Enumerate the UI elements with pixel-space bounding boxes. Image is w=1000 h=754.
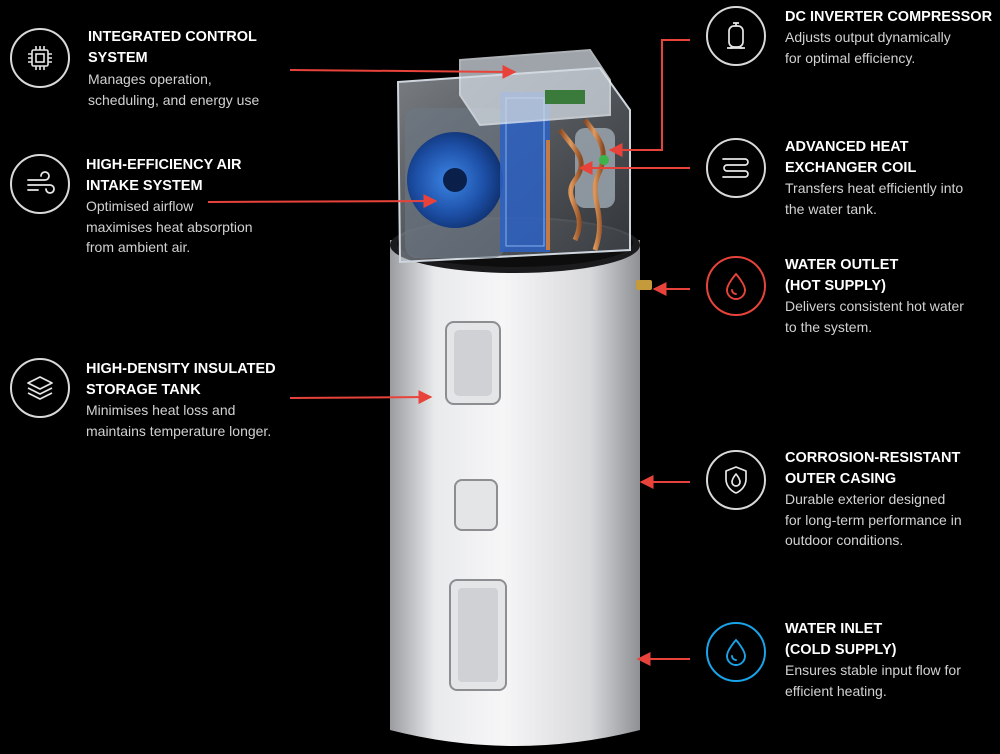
feature-desc-line: maintains temperature longer.: [86, 422, 272, 439]
feature-title-line: INTEGRATED CONTROL: [88, 29, 257, 45]
wind-icon: [10, 154, 70, 214]
feature-title-line: WATER INLET: [785, 621, 883, 637]
feature-title-line: HIGH-EFFICIENCY AIR: [86, 157, 242, 173]
feature-title-line: OUTER CASING: [785, 471, 897, 487]
feature-desc-line: Delivers consistent hot water: [785, 298, 964, 314]
arrow-integrated-control-system: [289, 64, 517, 79]
feature-desc-line: Minimises heat loss and: [86, 402, 236, 418]
feature-title-line: WATER OUTLET: [785, 257, 899, 273]
circuit-chip-icon: [10, 28, 70, 88]
arrow-storage-tank: [289, 390, 433, 405]
hot-water-drop-icon: [706, 256, 766, 316]
feature-desc-line: from ambient air.: [86, 239, 191, 255]
feature-desc-line: to the system.: [785, 318, 873, 335]
feature-title-line: (HOT SUPPLY): [785, 278, 886, 294]
feature-desc-line: for optimal efficiency.: [785, 49, 916, 66]
feature-title-line: INTAKE SYSTEM: [86, 178, 203, 194]
storage-tank: [390, 217, 652, 746]
feature-desc-line: scheduling, and energy use: [88, 91, 260, 108]
feature-title-line: DC INVERTER COMPRESSOR: [785, 9, 993, 25]
feature-title-line: HIGH-DENSITY INSULATED: [86, 361, 276, 377]
feature-title-line: ADVANCED HEAT: [785, 139, 909, 155]
feature-desc-line: maximises heat absorption: [86, 218, 253, 235]
feature-desc-line: Manages operation,: [88, 71, 212, 87]
feature-title-line: (COLD SUPPLY): [785, 642, 897, 658]
heat-pump-unit: [396, 48, 631, 264]
feature-desc-line: the water tank.: [785, 200, 877, 217]
feature-desc-line: for long-term performance in: [785, 511, 962, 528]
feature-desc-line: Optimised airflow: [86, 198, 194, 214]
arrow-air-intake-system: [207, 194, 438, 209]
cold-water-drop-icon: [706, 622, 766, 682]
shield-drop-icon: [706, 450, 766, 510]
feature-title-line: CORROSION-RESISTANT: [785, 450, 961, 466]
coil-icon: [706, 138, 766, 198]
feature-desc-line: Adjusts output dynamically: [785, 29, 951, 45]
feature-title-line: STORAGE TANK: [86, 382, 201, 398]
feature-desc-line: Durable exterior designed: [785, 491, 946, 507]
callout-arrows: [207, 39, 690, 666]
feature-title-line: EXCHANGER COIL: [785, 160, 917, 176]
feature-desc-line: Ensures stable input flow for: [785, 662, 961, 678]
arrow-dc-inverter-compressor: [608, 39, 690, 157]
feature-desc-line: Transfers heat efficiently into: [785, 180, 964, 196]
feature-title-line: SYSTEM: [88, 50, 148, 66]
feature-desc-line: efficient heating.: [785, 682, 887, 699]
layers-icon: [10, 358, 70, 418]
feature-desc-line: outdoor conditions.: [785, 532, 904, 548]
compressor-icon: [706, 6, 766, 66]
